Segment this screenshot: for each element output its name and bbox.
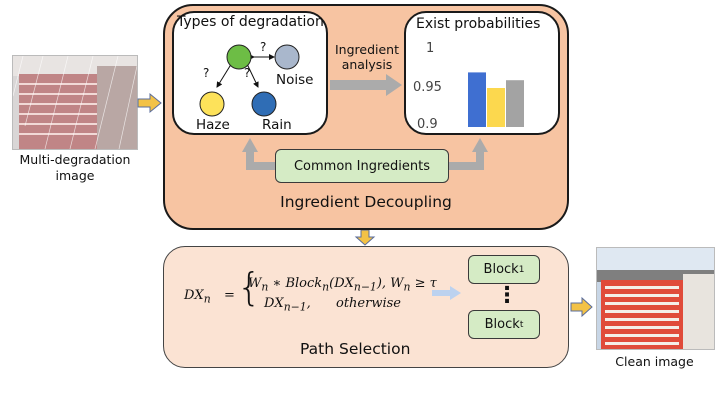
decoupling-title: Ingredient Decoupling [280,193,452,211]
prob-bar-1 [468,72,486,127]
common-ingredients-box: Common Ingredients [275,149,449,183]
input-label-line1: Multi-degradation [19,152,131,167]
question-mark-2: ? [203,66,210,80]
node-rain [251,91,277,117]
analysis-arrow [330,74,402,96]
prob-bar-3 [506,80,524,127]
degradation-graph [199,44,300,117]
arrow-selection-to-output [570,296,593,318]
question-mark-3: ? [244,66,251,80]
multi-degradation-image [12,55,138,150]
analysis-label-line1: Ingredient [334,42,400,57]
types-of-degradation-box [172,11,328,135]
node-label-rain: Rain [262,117,292,133]
ytick-label-095: 0.95 [413,80,442,95]
arrow-decoupling-to-selection [354,229,376,246]
selection-arrow [432,286,461,300]
node-label-noise: Noise [276,72,314,88]
node-label-haze: Haze [196,117,230,133]
eq-equals: = [224,288,235,303]
eq-brace: { [237,265,262,309]
prob-title: Exist probabilities [416,16,541,32]
ytick-label-1: 1 [426,41,435,56]
node-green [226,44,252,70]
eq-case2: DXn−1, [264,296,311,314]
block-dots: ⋮ [496,283,518,308]
probability-bar-chart [468,72,524,127]
input-label-line2: image [55,168,95,183]
question-mark-1: ? [260,40,267,54]
analysis-label-line2: analysis [341,57,393,72]
clean-image [596,247,715,350]
selection-title: Path Selection [300,340,411,358]
output-label: Clean image [615,354,694,369]
node-noise [274,44,300,70]
ytick-label-09: 0.9 [417,117,438,132]
prob-bar-2 [487,88,505,127]
eq-otherwise: otherwise [336,296,401,311]
types-title: Types of degradation [177,14,324,30]
eq-case1: Wn ∗ Blockn(DXn−1), Wn ≥ τ [248,276,437,294]
node-haze [199,91,225,117]
selection-equation: DXn = { Wn ∗ Blockn(DXn−1), Wn ≥ τ DXn−1… [184,268,437,324]
eq-lhs: DXn [184,288,211,306]
arrow-input-to-decoupling [137,92,162,114]
common-ingredients-label: Common Ingredients [293,158,431,174]
